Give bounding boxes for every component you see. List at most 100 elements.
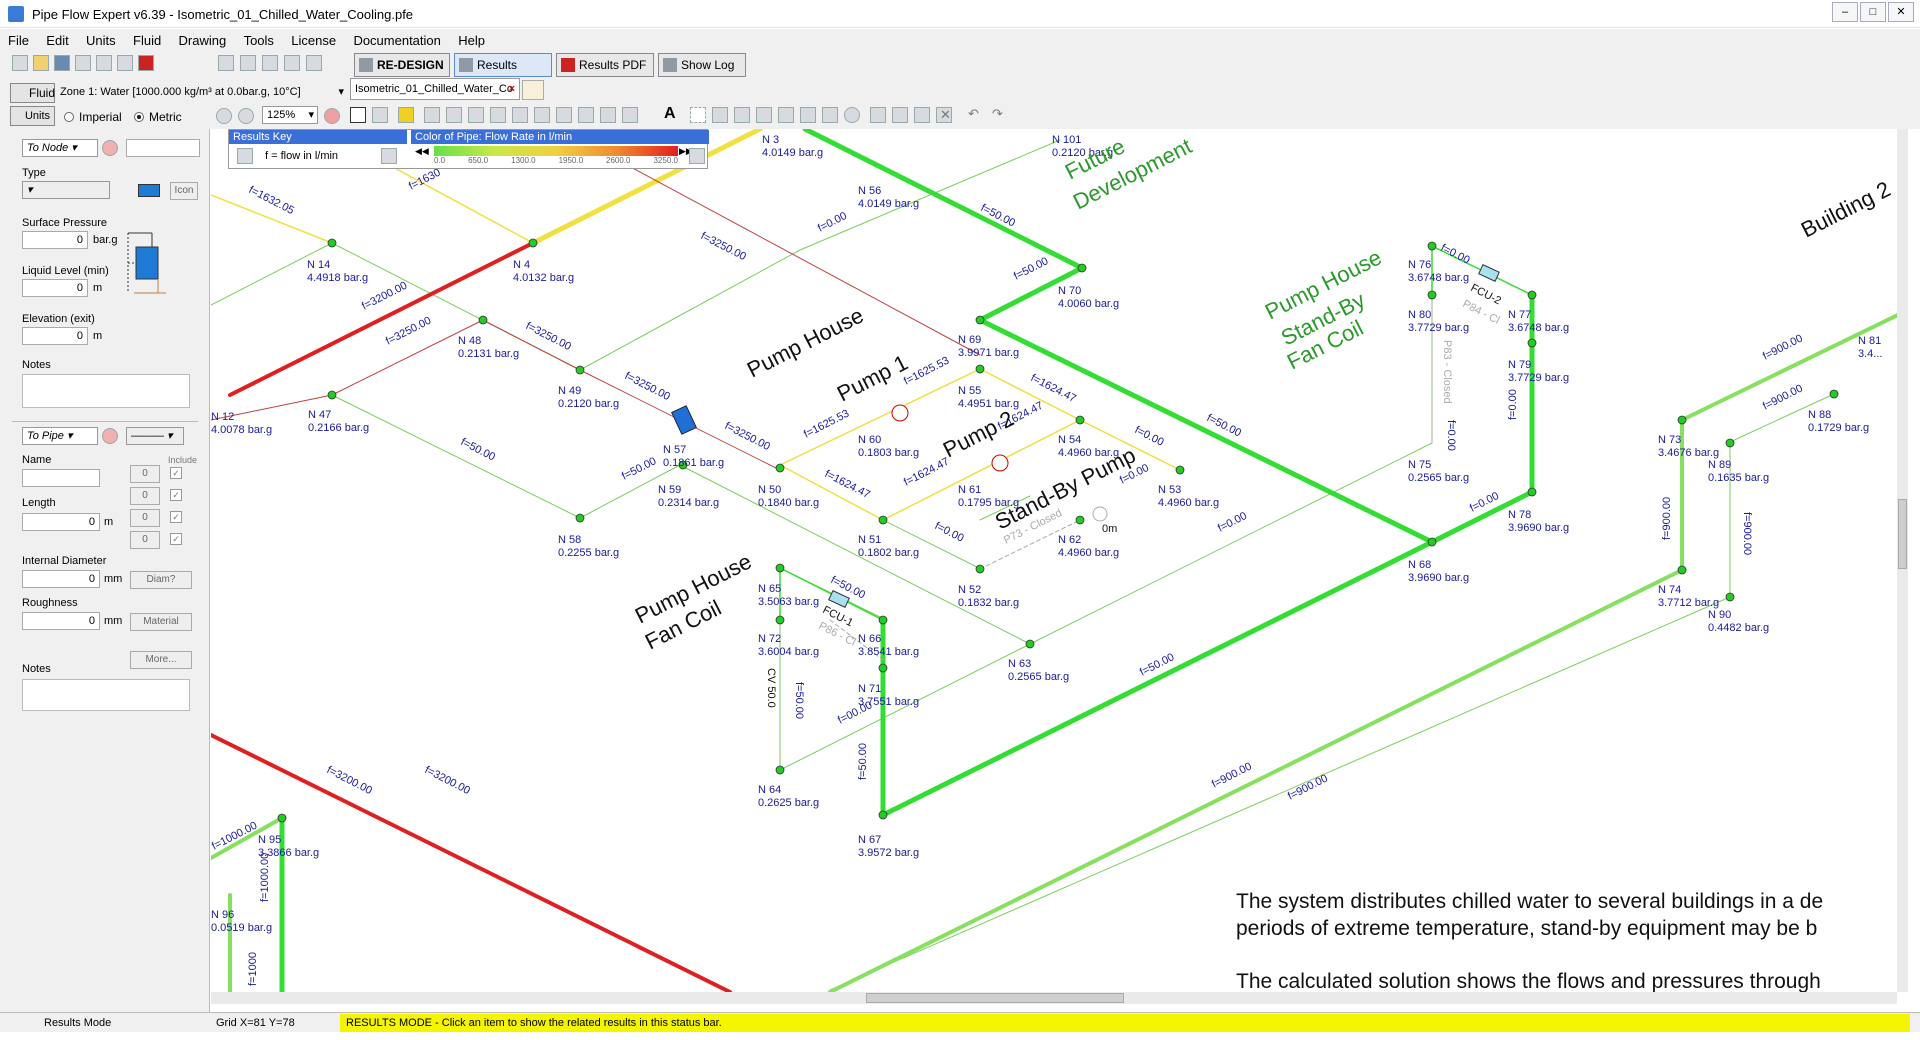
target-icon[interactable] xyxy=(324,108,340,124)
open-folder-icon[interactable] xyxy=(33,55,49,71)
node-n76[interactable] xyxy=(1427,241,1437,251)
zoom-in-icon[interactable] xyxy=(238,108,254,124)
node-name-field[interactable] xyxy=(126,139,200,157)
vertical-scrollbar[interactable] xyxy=(1897,129,1908,992)
node-n59[interactable] xyxy=(678,460,688,470)
new-file-icon[interactable] xyxy=(12,55,28,71)
include-checkbox-1[interactable]: ✓ xyxy=(170,467,182,479)
node-n78[interactable] xyxy=(1527,487,1537,497)
align-icon[interactable] xyxy=(892,107,908,123)
node-target-icon[interactable] xyxy=(102,140,118,156)
text-tool-icon[interactable]: A xyxy=(664,105,676,122)
results-sheet-button[interactable]: Results Sheet xyxy=(454,53,552,94)
icon-button[interactable]: Icon xyxy=(170,182,198,200)
node-n4[interactable] xyxy=(528,238,538,248)
node-tool-icon[interactable] xyxy=(468,107,484,123)
person-icon[interactable] xyxy=(870,107,886,123)
node-n90[interactable] xyxy=(1725,592,1735,602)
node-n73[interactable] xyxy=(1677,415,1687,425)
node-n71[interactable] xyxy=(878,663,888,673)
node-n74[interactable] xyxy=(1677,565,1687,575)
tank-icon[interactable] xyxy=(671,405,697,435)
color-settings-icon[interactable] xyxy=(689,148,705,164)
node-n14[interactable] xyxy=(327,238,337,248)
node-n55[interactable] xyxy=(975,364,985,374)
node-n48[interactable] xyxy=(478,315,488,325)
diam-button[interactable]: Diam? xyxy=(130,571,192,589)
node-n64[interactable] xyxy=(775,765,785,775)
zoom-out-icon[interactable] xyxy=(216,108,232,124)
cut-icon[interactable] xyxy=(712,107,728,123)
move-icon[interactable] xyxy=(398,107,414,123)
redesign-button[interactable]: RE-DESIGN xyxy=(354,53,450,77)
node-n89[interactable] xyxy=(1725,438,1735,448)
menu-edit[interactable]: Edit xyxy=(46,33,69,48)
node-n52[interactable] xyxy=(975,564,985,574)
pipe-tool-icon[interactable] xyxy=(424,107,440,123)
node-n70[interactable] xyxy=(1077,263,1087,273)
key-next-icon[interactable]: ▶▶ xyxy=(679,146,693,156)
include-checkbox-2[interactable]: ✓ xyxy=(170,489,182,501)
new-tab-icon[interactable] xyxy=(522,80,544,100)
select-region-icon[interactable] xyxy=(690,107,706,123)
save-icon[interactable] xyxy=(54,55,70,71)
more-button[interactable]: More... xyxy=(130,651,192,669)
pump-tool-icon[interactable] xyxy=(556,107,572,123)
fcu-2-icon[interactable] xyxy=(1478,264,1500,282)
internal-diameter-field[interactable]: 0 xyxy=(22,570,100,588)
fitting-1-button[interactable]: 0 xyxy=(130,465,160,483)
redo-icon[interactable]: ↷ xyxy=(992,106,1003,121)
image-tool-icon[interactable] xyxy=(534,107,550,123)
distribute-icon[interactable] xyxy=(914,107,930,123)
menu-tools[interactable]: Tools xyxy=(243,33,274,48)
surface-pressure-field[interactable]: 0 xyxy=(22,231,88,249)
flow-direction-icon[interactable] xyxy=(822,107,838,123)
node-n65[interactable] xyxy=(775,563,785,573)
node-n47[interactable] xyxy=(327,390,337,400)
node-n54[interactable] xyxy=(1075,415,1085,425)
document-tab[interactable]: Isometric_01_Chilled_Water_Co× xyxy=(350,78,520,100)
units-data-icon[interactable] xyxy=(306,55,322,71)
imperial-radio[interactable]: Imperial xyxy=(64,110,122,124)
tank-tool-icon[interactable] xyxy=(446,107,462,123)
material-button[interactable]: Material xyxy=(130,613,192,631)
fitting-tool-icon[interactable] xyxy=(600,107,616,123)
close-button[interactable]: ✕ xyxy=(1888,2,1914,22)
key-prev-icon[interactable]: ◀◀ xyxy=(415,146,429,156)
results-pdf-button[interactable]: Results PDF xyxy=(556,53,654,77)
export-icon[interactable] xyxy=(96,55,112,71)
minimize-button[interactable]: – xyxy=(1832,2,1858,22)
node-n67[interactable] xyxy=(878,810,888,820)
node-n95[interactable] xyxy=(277,813,287,823)
menu-documentation[interactable]: Documentation xyxy=(353,33,441,48)
shape-tool-icon[interactable] xyxy=(512,107,528,123)
node-n69[interactable] xyxy=(975,315,985,325)
roughness-field[interactable]: 0 xyxy=(22,612,100,630)
units-button[interactable]: Units xyxy=(10,106,55,126)
menu-drawing[interactable]: Drawing xyxy=(178,33,227,48)
vertical-scroll-thumb[interactable] xyxy=(1898,499,1907,569)
pipe-notes-field[interactable] xyxy=(22,679,190,711)
horizontal-scroll-thumb[interactable] xyxy=(866,993,1124,1003)
node-n66[interactable] xyxy=(878,615,888,625)
node-n53[interactable] xyxy=(1175,465,1185,475)
node-notes-field[interactable] xyxy=(22,374,190,408)
fcu-1-icon[interactable] xyxy=(828,590,850,608)
paste-icon[interactable] xyxy=(756,107,772,123)
spacing-icon[interactable] xyxy=(936,107,952,123)
pump-2-icon[interactable] xyxy=(991,454,1009,472)
maximize-button[interactable]: □ xyxy=(1860,2,1886,22)
fluid-button[interactable]: Fluid xyxy=(10,83,55,103)
close-tab-icon[interactable]: × xyxy=(508,83,515,95)
find-icon[interactable] xyxy=(844,107,860,123)
esd-icon[interactable] xyxy=(218,55,234,71)
pdf-icon[interactable] xyxy=(138,55,154,71)
pointer-icon[interactable] xyxy=(350,107,366,123)
length-field[interactable]: 0 xyxy=(22,513,100,531)
pipe-data-icon[interactable] xyxy=(262,55,278,71)
node-n50[interactable] xyxy=(775,463,785,473)
node-n80[interactable] xyxy=(1427,290,1437,300)
node-n79[interactable] xyxy=(1527,338,1537,348)
menu-file[interactable]: File xyxy=(8,33,29,48)
show-log-button[interactable]: Show Log xyxy=(658,53,746,77)
